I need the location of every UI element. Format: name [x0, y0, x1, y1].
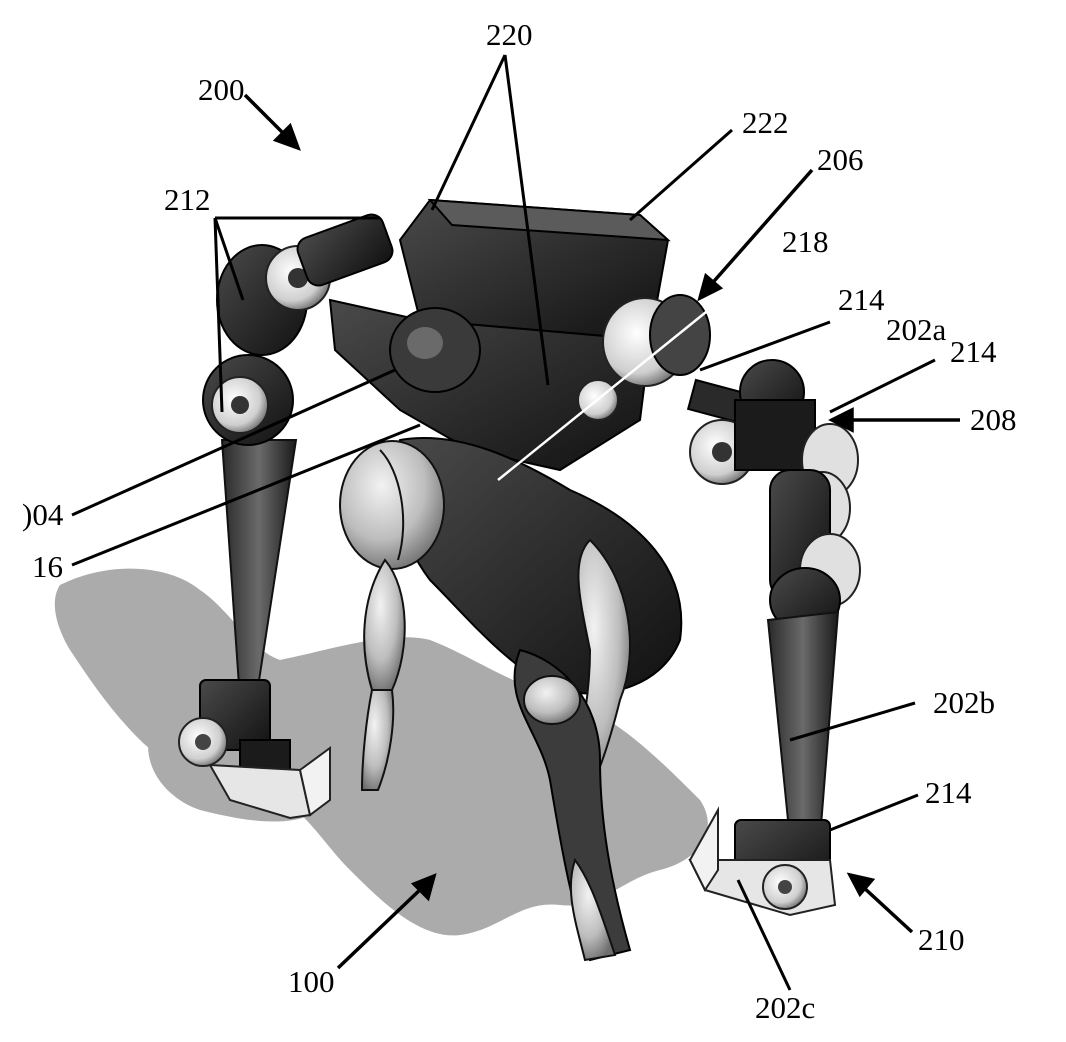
label-214-upper: 214 — [838, 282, 885, 317]
right-hip-joints — [602, 294, 816, 485]
label-212: 212 — [164, 182, 211, 217]
label-202a: 202a — [886, 312, 947, 347]
wearer-head — [339, 440, 445, 570]
label-200: 200 — [198, 72, 245, 107]
label-214-mid: 214 — [950, 334, 997, 369]
leader-lines — [71, 54, 936, 991]
label-202c: 202c — [755, 990, 815, 1025]
reference-numerals: 200 220 222 206 212 218 214 202a 214 208… — [22, 17, 1017, 1025]
human-wearer — [339, 437, 683, 962]
right-leg — [688, 610, 840, 917]
label-100: 100 — [288, 964, 335, 999]
label-220: 220 — [486, 17, 533, 52]
label-206: 206 — [817, 142, 864, 177]
left-leg — [178, 439, 331, 820]
left-foot-plate — [208, 763, 312, 820]
wearer-left-arm — [363, 558, 406, 691]
label-214-lower: 214 — [925, 775, 972, 810]
label-204: )04 — [22, 497, 64, 532]
left-hip-joints — [202, 213, 394, 446]
label-216: 16 — [32, 549, 63, 584]
label-202b: 202b — [933, 685, 995, 720]
label-222: 222 — [742, 105, 789, 140]
label-208: 208 — [970, 402, 1017, 437]
label-218: 218 — [782, 224, 829, 259]
right-knee-joints — [769, 423, 861, 633]
arrow-lines — [243, 93, 960, 970]
label-210: 210 — [918, 922, 965, 957]
leader-218 — [497, 261, 769, 481]
